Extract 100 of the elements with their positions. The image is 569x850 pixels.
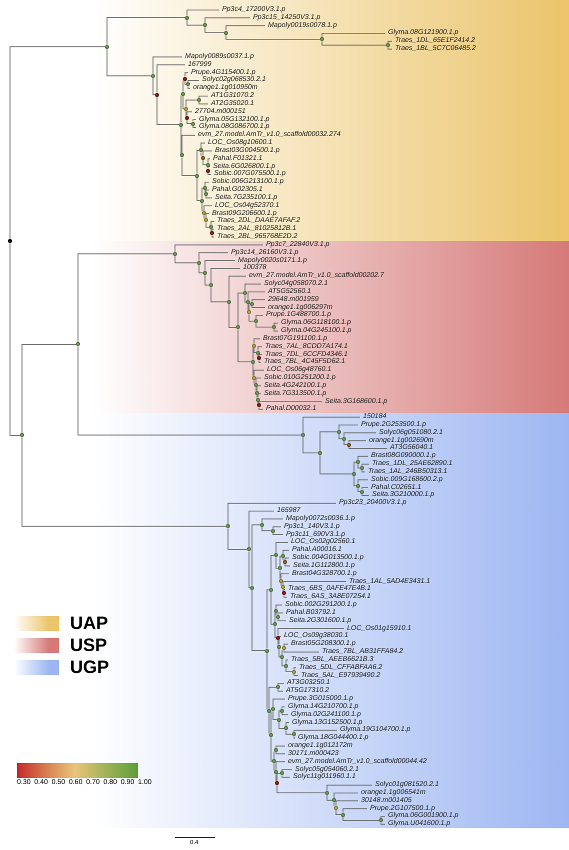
tree-branch xyxy=(204,260,236,272)
tree-branch xyxy=(184,80,186,85)
tree-branch xyxy=(212,234,214,238)
tree-branch xyxy=(342,808,368,813)
tree-branch xyxy=(186,19,204,26)
tree-branch xyxy=(182,80,184,92)
tree-branch xyxy=(294,736,296,739)
tree-branch xyxy=(204,190,206,192)
tree-branch xyxy=(276,752,286,754)
tree-branch xyxy=(182,156,196,176)
tree-branch xyxy=(10,242,20,436)
tree-branch xyxy=(274,322,278,326)
tree-branch xyxy=(258,407,264,410)
tree-branch xyxy=(228,303,236,328)
tree-branch xyxy=(276,604,282,610)
tree-branch xyxy=(262,518,284,524)
tree-branch xyxy=(358,464,360,468)
tree-branch xyxy=(282,589,284,592)
tree-branch xyxy=(106,17,186,46)
tree-branch xyxy=(226,25,266,31)
tree-branch xyxy=(286,667,292,672)
tree-branch xyxy=(320,431,338,452)
tree-branch xyxy=(252,589,266,651)
tree-branch xyxy=(196,177,200,202)
tree-branch xyxy=(354,476,356,486)
tree-branch xyxy=(348,440,366,443)
tree-branch xyxy=(380,822,386,825)
tree-branch xyxy=(284,558,290,560)
tree-branch xyxy=(206,190,210,192)
tree-branch xyxy=(206,213,210,219)
tree-branch xyxy=(344,440,348,445)
tree-branch xyxy=(188,86,190,89)
tree-branch xyxy=(106,48,152,76)
tree-branch xyxy=(228,276,246,300)
tree-branch xyxy=(204,205,212,212)
tree-branch xyxy=(248,510,274,548)
tree-branch xyxy=(380,816,386,819)
tree-branch xyxy=(208,158,210,164)
tree-branch xyxy=(270,591,274,625)
tree-branch xyxy=(244,294,246,303)
tree-branch xyxy=(284,644,288,647)
tree-branch xyxy=(252,347,254,360)
tree-branch xyxy=(202,188,204,200)
tree-branch xyxy=(256,322,272,328)
tree-branch xyxy=(10,46,106,240)
legend-label: UGP xyxy=(70,657,110,677)
tree-branch xyxy=(258,346,262,351)
tree-branch xyxy=(228,502,336,525)
tree-branch xyxy=(338,433,342,440)
tree-branch xyxy=(248,314,254,322)
tree-branch xyxy=(322,33,386,38)
tree-branch xyxy=(336,800,358,806)
tree-branch xyxy=(294,667,296,670)
tree-branch xyxy=(268,712,270,734)
tree-branch xyxy=(22,344,76,434)
tree-branch xyxy=(342,816,380,821)
tree-branch xyxy=(204,26,224,33)
tree-branch xyxy=(258,360,262,363)
tree-branch xyxy=(278,721,284,729)
legend-label: USP xyxy=(70,635,108,655)
tree-branch xyxy=(184,72,188,77)
tree-branch xyxy=(152,77,156,96)
tree-branch xyxy=(320,454,352,474)
tree-branch xyxy=(266,652,268,710)
tree-branch xyxy=(284,564,290,566)
tree-branch xyxy=(210,220,214,226)
tree-branch xyxy=(282,775,290,778)
tree-branch xyxy=(186,111,192,116)
tree-branch xyxy=(238,292,244,326)
tree-branch xyxy=(282,658,284,666)
tree-branch xyxy=(274,328,278,332)
tree-branch xyxy=(180,126,182,154)
tree-branch xyxy=(182,95,184,110)
tree-branch xyxy=(202,159,206,166)
tree-branch xyxy=(358,487,360,492)
tree-branch xyxy=(276,556,278,569)
tree-branch xyxy=(244,284,262,292)
tree-branch xyxy=(284,589,286,592)
tree-branch xyxy=(286,659,288,664)
tree-branch xyxy=(238,329,252,362)
tree-branch xyxy=(262,526,272,532)
tree-branch xyxy=(210,268,240,284)
tree-branch xyxy=(204,17,250,24)
tree-branch xyxy=(388,46,392,50)
tree-branch xyxy=(280,573,290,580)
tree-branch xyxy=(266,589,270,649)
tree-branch xyxy=(278,648,280,658)
tree-branch xyxy=(186,119,192,124)
tree-branch xyxy=(272,698,286,708)
tree-branch xyxy=(200,152,202,156)
tree-branch xyxy=(270,710,272,734)
tree-branch xyxy=(294,673,298,676)
tree-branch xyxy=(278,612,284,616)
tree-branch xyxy=(280,556,282,567)
tree-branch xyxy=(226,34,320,40)
tree-branch xyxy=(362,493,370,496)
tree-branch xyxy=(198,264,204,274)
tree-branch xyxy=(188,80,200,83)
tree-branch xyxy=(254,338,260,344)
tree-branch xyxy=(256,378,262,384)
